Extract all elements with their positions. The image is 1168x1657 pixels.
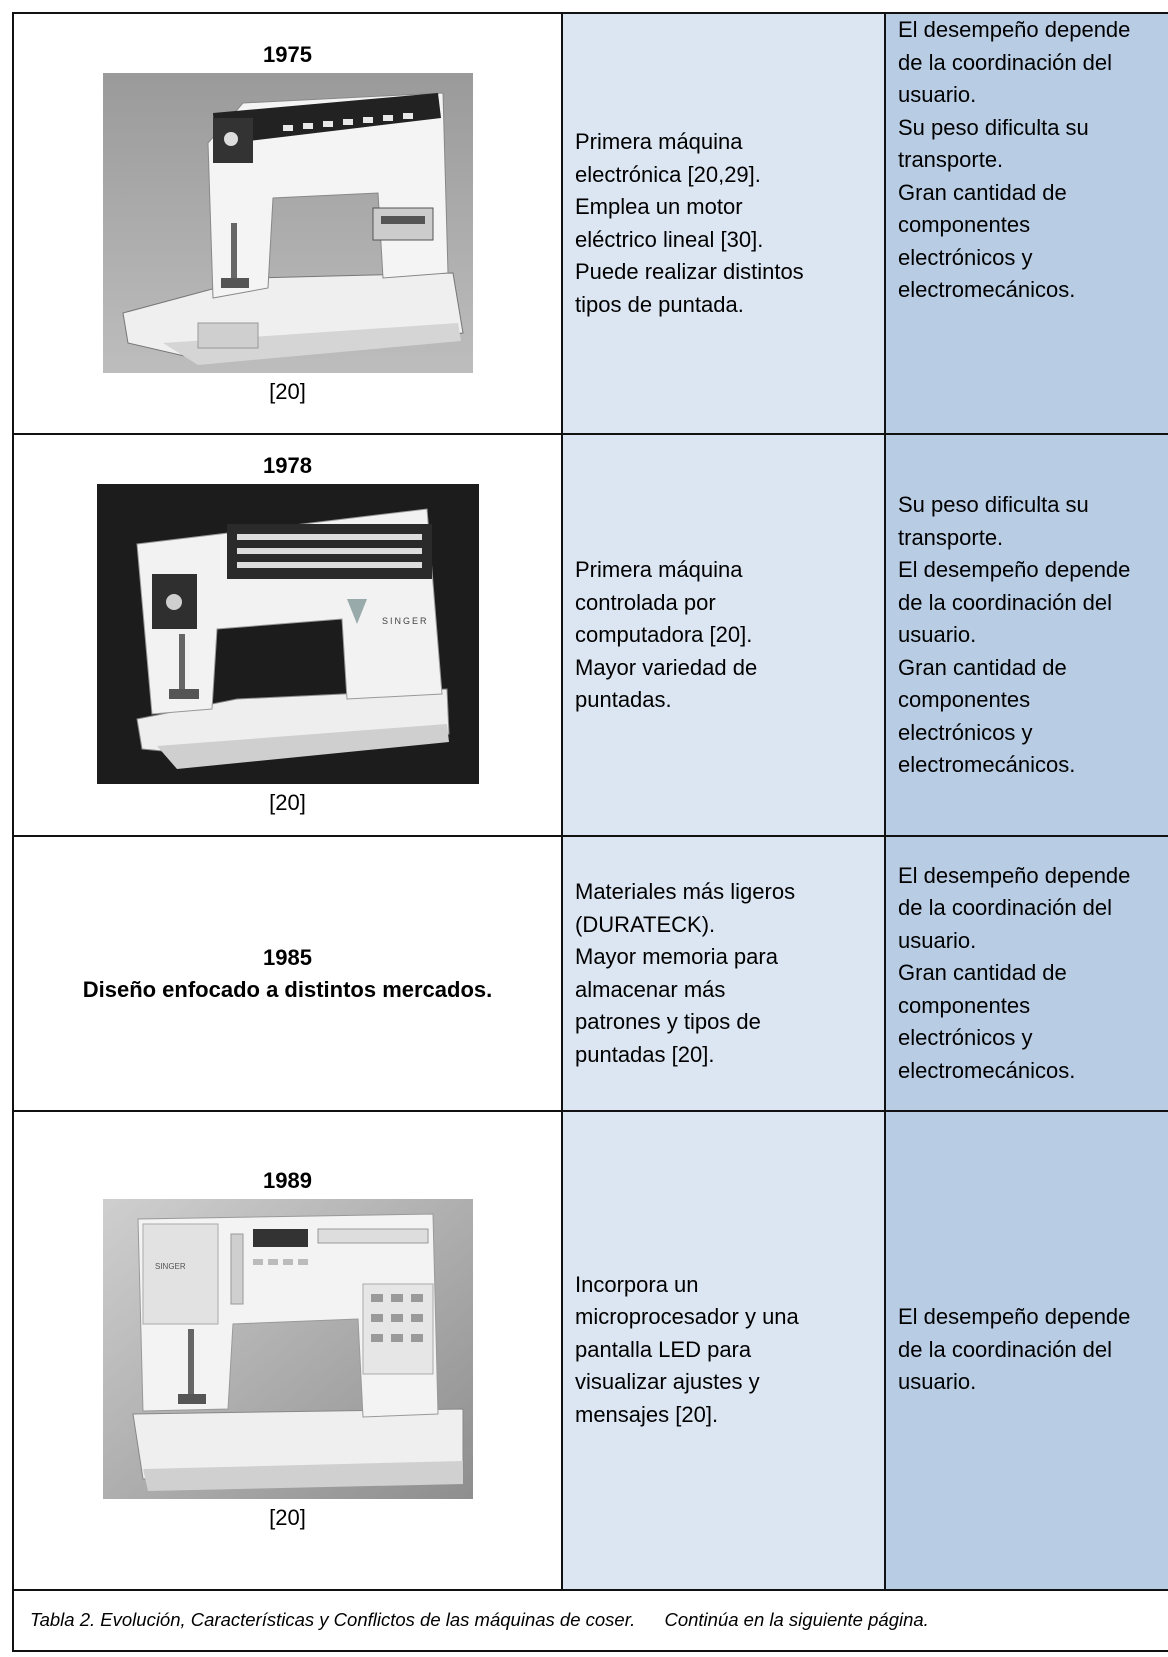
- table-caption: Tabla 2. Evolución, Características y Co…: [12, 1588, 1168, 1653]
- characteristics-line: Mayor variedad de: [575, 654, 758, 680]
- conflicts-line: componentes: [898, 687, 1031, 713]
- conflicts-line: de la coordinación del: [898, 895, 1113, 921]
- characteristics-line: Mayor memoria para: [575, 944, 778, 969]
- conflicts-line: usuario.: [898, 82, 977, 107]
- conflicts-cell: El desempeño depende de la coordinación …: [884, 1109, 1168, 1591]
- conflicts-line: de la coordinación del: [898, 1336, 1113, 1362]
- characteristics-line: almacenar más: [575, 976, 726, 1002]
- characteristics-line: puntadas [20].: [575, 1041, 715, 1067]
- image-reference: [20]: [269, 790, 306, 816]
- conflicts-line: El desempeño depende: [898, 862, 1131, 888]
- characteristics-line: Incorpora un: [575, 1271, 699, 1297]
- characteristics-line: tipos de puntada.: [575, 291, 744, 317]
- conflicts-line: usuario.: [898, 1369, 977, 1395]
- characteristics-line: controlada por: [575, 589, 716, 615]
- caption-title: Tabla 2. Evolución, Características y Co…: [30, 1609, 636, 1631]
- characteristics-line: Puede realizar distintos: [575, 259, 804, 285]
- sewing-machine-1978-photo: SINGER: [96, 484, 479, 785]
- conflicts-cell: El desempeño depende de la coordinación …: [884, 835, 1168, 1112]
- conflicts-line: Gran cantidad de: [898, 179, 1067, 205]
- characteristics-cell: Incorpora un microprocesador y una panta…: [561, 1109, 886, 1591]
- characteristics-line: Primera máquina: [575, 557, 743, 583]
- conflicts-line: El desempeño depende: [898, 17, 1131, 42]
- conflicts-line: electrónicos y: [898, 719, 1033, 745]
- table-row: 1985 Diseño enfocado a distintos mercado…: [12, 835, 1168, 1112]
- sewing-machine-1989-photo: SINGER: [102, 1199, 473, 1500]
- year-label: 1985: [263, 944, 312, 970]
- brand-label: SINGER: [155, 1262, 186, 1271]
- table-row: 1975: [12, 11, 1168, 436]
- table-row: 1989 SINGER: [12, 1109, 1168, 1591]
- conflicts-line: transporte.: [898, 147, 1004, 172]
- conflicts-line: Gran cantidad de: [898, 960, 1067, 986]
- conflicts-line: electrónicos y: [898, 244, 1033, 270]
- characteristics-line: visualizar ajustes y: [575, 1369, 760, 1395]
- conflicts-line: componentes: [898, 212, 1031, 237]
- conflicts-line: usuario.: [898, 622, 977, 648]
- evolution-table: 1975: [12, 11, 1168, 1653]
- conflicts-line: electromecánicos.: [898, 277, 1076, 302]
- conflicts-line: usuario.: [898, 927, 977, 953]
- conflicts-line: transporte.: [898, 524, 1004, 550]
- characteristics-line: eléctrico lineal [30].: [575, 226, 764, 252]
- model-cell: 1978 SINGER: [12, 433, 563, 838]
- conflicts-line: de la coordinación del: [898, 589, 1113, 615]
- conflicts-line: Gran cantidad de: [898, 654, 1067, 680]
- characteristics-line: Emplea un motor: [575, 194, 743, 220]
- year-label: 1989: [263, 1168, 312, 1194]
- conflicts-line: Su peso dificulta su: [898, 114, 1089, 140]
- model-cell: 1989 SINGER: [12, 1109, 563, 1591]
- sewing-machine-1975-photo: [102, 72, 473, 373]
- characteristics-line: Materiales más ligeros: [575, 879, 796, 904]
- conflicts-line: electrónicos y: [898, 1025, 1033, 1051]
- conflicts-line: Su peso dificulta su: [898, 492, 1089, 518]
- image-reference: [20]: [269, 1505, 306, 1531]
- characteristics-cell: Primera máquina electrónica [20,29]. Emp…: [561, 11, 886, 436]
- characteristics-line: electrónica [20,29].: [575, 161, 761, 187]
- brand-label: SINGER: [382, 616, 429, 626]
- caption-row: Tabla 2. Evolución, Características y Co…: [12, 1588, 1168, 1653]
- characteristics-line: mensajes [20].: [575, 1401, 719, 1427]
- model-cell: 1975: [12, 11, 563, 436]
- caption-continued: Continúa en la siguiente página.: [664, 1609, 929, 1631]
- conflicts-line: de la coordinación del: [898, 49, 1113, 75]
- year-label: 1975: [263, 41, 312, 67]
- conflicts-line: El desempeño depende: [898, 557, 1131, 583]
- model-cell: 1985 Diseño enfocado a distintos mercado…: [12, 835, 563, 1112]
- characteristics-line: (DURATECK).: [575, 911, 716, 937]
- conflicts-line: electromecánicos.: [898, 1057, 1076, 1083]
- image-reference: [20]: [269, 378, 306, 404]
- table-row: 1978 SINGER: [12, 433, 1168, 838]
- design-subtitle: Diseño enfocado a distintos mercados.: [82, 976, 493, 1002]
- conflicts-cell: El desempeño depende de la coordinación …: [884, 11, 1168, 436]
- characteristics-line: Primera máquina: [575, 129, 743, 155]
- conflicts-line: electromecánicos.: [898, 752, 1076, 778]
- conflicts-cell: Su peso dificulta su transporte. El dese…: [884, 433, 1168, 838]
- characteristics-cell: Materiales más ligeros (DURATECK). Mayor…: [561, 835, 886, 1112]
- characteristics-line: puntadas.: [575, 687, 672, 713]
- characteristics-cell: Primera máquina controlada por computado…: [561, 433, 886, 838]
- characteristics-line: patrones y tipos de: [575, 1009, 761, 1034]
- characteristics-line: computadora [20].: [575, 622, 753, 648]
- year-label: 1978: [263, 453, 312, 479]
- characteristics-line: microprocesador y una: [575, 1304, 799, 1330]
- conflicts-line: El desempeño depende: [898, 1304, 1131, 1330]
- characteristics-line: pantalla LED para: [575, 1336, 752, 1362]
- conflicts-line: componentes: [898, 992, 1031, 1018]
